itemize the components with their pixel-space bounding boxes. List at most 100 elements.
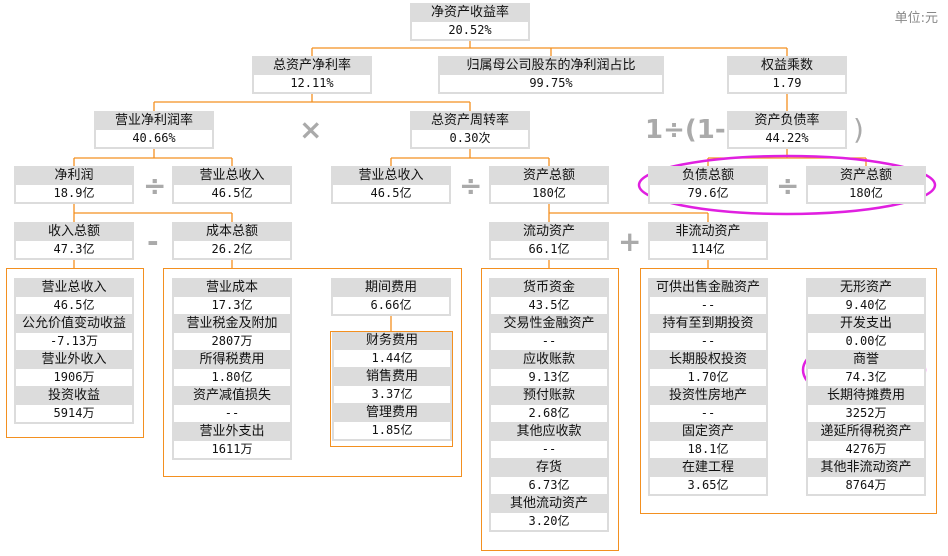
item-value: 6.73亿 (491, 477, 607, 494)
current-assets-group (481, 268, 619, 551)
item-label: 在建工程 (681, 460, 734, 475)
node-label: 权益乘数 (760, 58, 813, 73)
node-label: 净资产收益率 (430, 5, 509, 20)
node-value: 99.75% (440, 75, 662, 92)
noncurrent-assets-group (640, 268, 937, 514)
close-paren-operator: ) (853, 113, 864, 146)
item-value: 18.1亿 (650, 441, 766, 458)
node-label: 负债总额 (681, 168, 734, 183)
node-current-assets: 流动资产 66.1亿 (489, 222, 609, 260)
item-value: -- (174, 405, 290, 422)
item-label: 递延所得税资产 (820, 424, 912, 439)
item-label: 存货 (535, 460, 562, 475)
item-label: 货币资金 (522, 280, 575, 295)
item-label: 营业外收入 (41, 352, 107, 367)
item-value: 2.68亿 (491, 405, 607, 422)
item-value: 1.44亿 (334, 350, 450, 367)
node-label: 资产负债率 (754, 113, 820, 128)
node-label: 营业总收入 (199, 168, 265, 183)
node-value: 47.3亿 (16, 241, 132, 258)
item-value: 2807万 (174, 333, 290, 350)
item-value: 5914万 (16, 405, 132, 422)
node-value: 12.11% (254, 75, 370, 92)
multiply-operator: × (299, 113, 323, 146)
divide-operator: ÷ (143, 169, 167, 202)
one-minus-operator: 1÷(1- (645, 115, 726, 145)
item-value: 1906万 (16, 369, 132, 386)
node-value: 1.79 (729, 75, 845, 92)
item-label: 开发支出 (839, 316, 892, 331)
item-value: -- (650, 297, 766, 314)
item-label: 营业外支出 (199, 424, 265, 439)
node-parent-share: 归属母公司股东的净利润占比 99.75% (438, 56, 664, 94)
unit-label: 单位:元 (894, 11, 938, 26)
item-label: 交易性金融资产 (503, 316, 595, 331)
item-label: 其他非流动资产 (820, 460, 912, 475)
item-label: 营业税金及附加 (186, 316, 278, 331)
divide-operator: ÷ (459, 169, 483, 202)
node-equity-multiplier: 权益乘数 1.79 (727, 56, 847, 94)
node-revenue-b: 营业总收入 46.5亿 (331, 166, 451, 204)
item-value: 17.3亿 (174, 297, 290, 314)
node-value: 0.30次 (412, 130, 528, 147)
node-total-income: 收入总额 47.3亿 (14, 222, 134, 260)
income-group (6, 268, 144, 438)
node-value: 114亿 (650, 241, 766, 258)
item-value: 1.70亿 (650, 369, 766, 386)
node-label: 资产总额 (839, 168, 892, 183)
node-value: 6.66亿 (333, 297, 449, 314)
node-total-assets-b: 资产总额 180亿 (806, 166, 926, 204)
item-label: 资产减值损失 (192, 388, 271, 403)
item-label: 营业总收入 (41, 280, 107, 295)
item-label: 所得税费用 (199, 352, 265, 367)
node-revenue-a: 营业总收入 46.5亿 (172, 166, 292, 204)
item-label: 商誉 (852, 352, 879, 367)
expense-group (330, 331, 453, 447)
item-label: 持有至到期投资 (662, 316, 754, 331)
item-value: -- (650, 405, 766, 422)
node-label: 流动资产 (522, 224, 575, 239)
node-value: 46.5亿 (174, 185, 290, 202)
node-value: 46.5亿 (333, 185, 449, 202)
divide-operator: ÷ (776, 169, 800, 202)
item-value: 1.80亿 (174, 369, 290, 386)
item-value: 1.85亿 (334, 422, 450, 439)
node-label: 收入总额 (47, 224, 100, 239)
node-label: 总资产净利率 (272, 58, 351, 73)
item-value: 43.5亿 (491, 297, 607, 314)
item-label: 预付账款 (522, 388, 575, 403)
item-value: 8764万 (808, 477, 924, 494)
item-label: 公允价值变动收益 (21, 316, 126, 331)
item-label: 长期股权投资 (668, 352, 747, 367)
node-label: 成本总额 (205, 224, 258, 239)
item-value: -- (491, 441, 607, 458)
node-label: 营业总收入 (358, 168, 424, 183)
node-value: 66.1亿 (491, 241, 607, 258)
item-value: 9.40亿 (808, 297, 924, 314)
item-label: 投资性房地产 (668, 388, 747, 403)
node-value: 20.52% (412, 22, 528, 39)
node-label: 净利润 (54, 168, 94, 183)
node-value: 26.2亿 (174, 241, 290, 258)
item-value: 74.3亿 (808, 369, 924, 386)
item-label: 其他流动资产 (509, 496, 588, 511)
node-label: 归属母公司股东的净利润占比 (466, 58, 636, 73)
item-value: 3252万 (808, 405, 924, 422)
item-label: 销售费用 (365, 369, 418, 384)
plus-operator: + (618, 225, 642, 258)
node-value: 180亿 (808, 185, 924, 202)
node-label: 营业净利润率 (114, 113, 193, 128)
